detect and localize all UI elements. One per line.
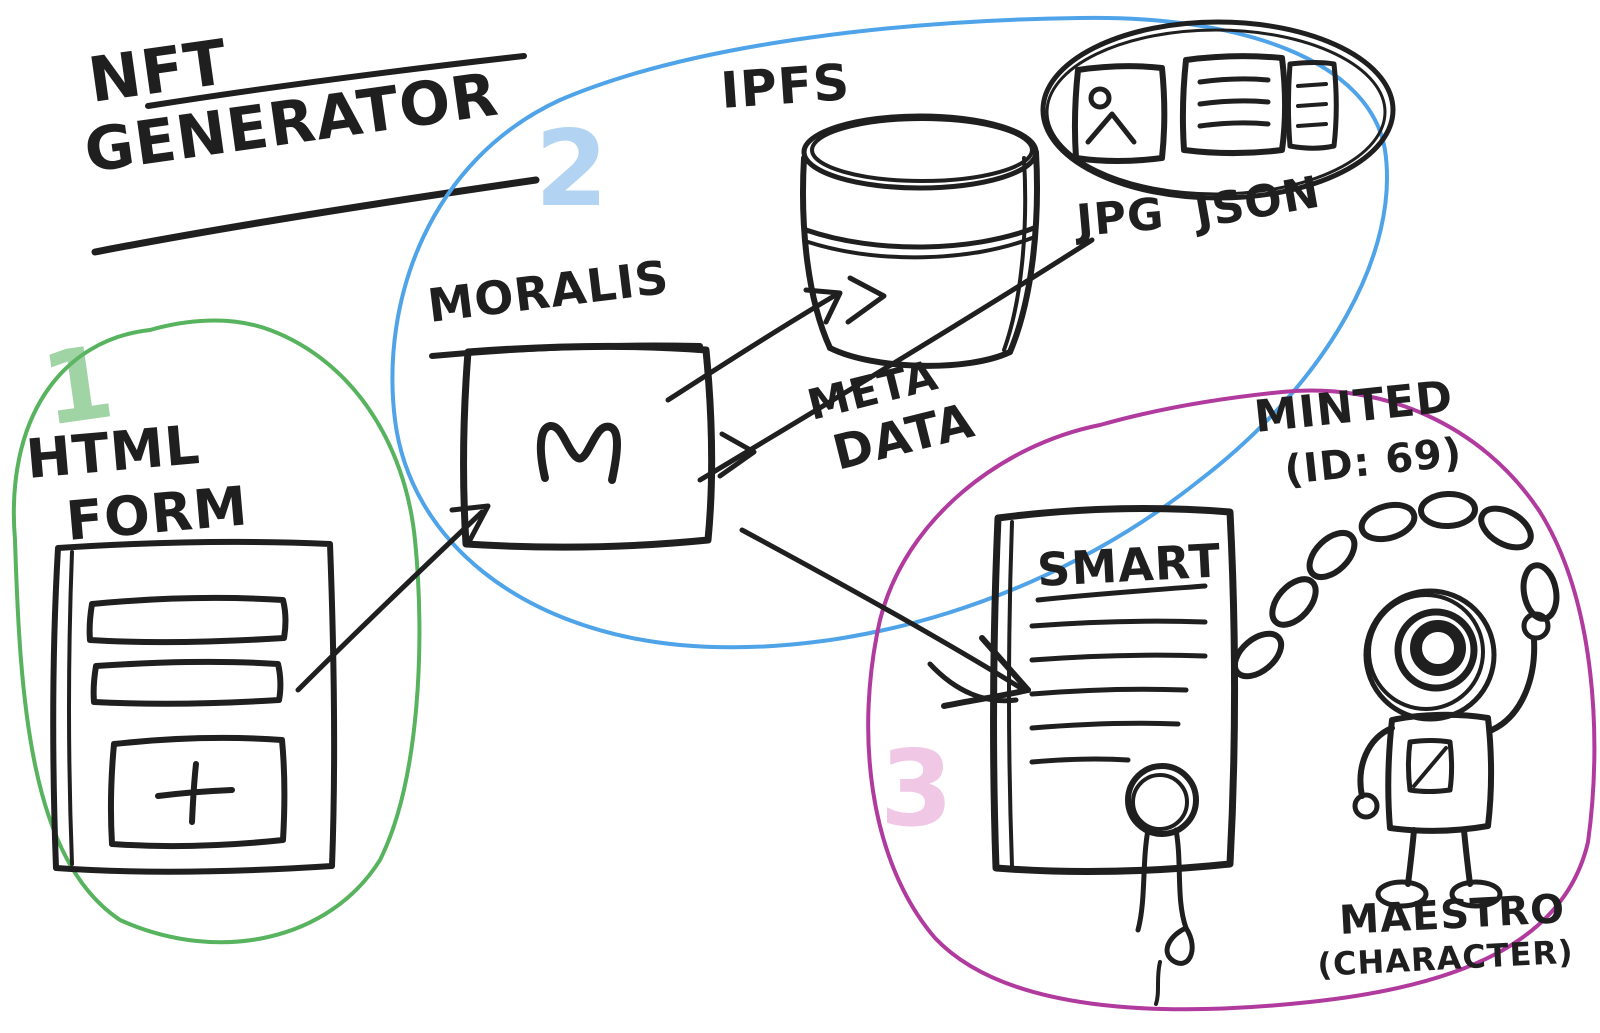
contract-text-line-1 [1029,618,1208,629]
contract-text-line-2 [1029,652,1208,663]
astronaut-visor [1410,620,1466,676]
minted-group: MINTED (ID: 69) [1231,371,1560,680]
contract-seal-double [1131,773,1189,831]
ipfs-group: IPFS [719,53,1040,369]
ipfs-bucket-right-side [1007,149,1040,355]
json-text-line-2 [1197,98,1271,107]
astronaut-left-leg [1405,827,1417,887]
moralis-box-top-overshoot [429,342,703,359]
arrow-form-to-moralis [295,503,491,693]
arrow-contract-head-swoosh [927,661,1019,704]
form-input-field-2 [90,658,284,707]
mint-region-outline [866,388,1597,1012]
chain-link-1 [1231,630,1285,680]
arrow-moralis-to-files [697,237,1095,483]
minted-line2: (ID: 69) [1282,430,1464,494]
region-number-2: 2 [535,108,608,230]
plus-icon [155,761,235,825]
ipfs-label: IPFS [719,53,852,120]
form-label-line1: HTML [24,413,203,491]
chain-link-6 [1478,505,1534,551]
astronaut-chest-panel [1406,738,1454,794]
contract-ribbon-tail [1154,960,1162,1006]
image-icon-mountain [1085,111,1137,145]
astronaut-helmet-outer-double [1367,593,1485,711]
astronaut-left-arm [1357,725,1395,799]
chain-icon [1231,490,1560,680]
files-oval-double [1045,28,1387,196]
ipfs-bucket-rim-double [810,117,1034,183]
title-overline [145,53,527,109]
astronaut-helmet-outer [1363,588,1497,722]
contract-label-underline [1035,583,1208,603]
metadata-group: META DATA [803,350,981,482]
arrow-contract-head-upper [979,635,1031,693]
arrow-moralis-to-contract [739,527,1031,709]
json-file-card [1179,53,1288,156]
image-icon-sun [1088,86,1112,110]
arrow-moralis-to-files-chevron-1 [717,431,757,479]
ipfs-bucket-band [803,225,1037,250]
contract-left-edge-double [1007,520,1014,868]
arrow-moralis-to-files-chevron-2 [845,275,887,325]
jpg-file-card [1071,63,1168,164]
contract-seal-ribbon-left [1135,827,1151,933]
title-group: NFT GENERATOR [80,25,540,256]
chain-link-4 [1358,501,1418,543]
astronaut-chest-panel-diagonal [1412,746,1448,788]
json-file-2-lines [1296,82,1328,128]
moralis-logo-m [536,422,621,484]
ipfs-bucket-bottom [827,345,1013,369]
json-text-line-1 [1197,76,1271,85]
astronaut-right-glove [1521,611,1551,641]
html-form-group: HTML FORM [24,413,338,875]
pipeline-region-outline [390,15,1389,650]
form-outline [50,538,338,875]
ipfs-bucket-band-double [806,236,1034,260]
chain-link-3 [1306,529,1358,581]
astronaut-left-glove [1352,792,1380,820]
astronaut-right-arm [1489,637,1538,733]
files-oval [1040,19,1396,201]
arrow-form-to-moralis-line [295,509,485,693]
astronaut-character: MAESTRO (CHARACTER) [1316,588,1575,984]
form-left-edge-double [67,550,74,866]
arrow-moralis-to-files-line [697,237,1095,483]
arrow-moralis-to-contract-line [739,527,1027,693]
ipfs-bucket-right-double [1002,156,1028,352]
jpg-label: JPG [1072,189,1167,248]
files-group: JPG JSON [1040,19,1396,248]
contract-document [990,505,1238,875]
region-number-3: 3 [880,728,953,850]
form-submit-button [107,734,288,850]
contract-text-line-3 [1029,686,1189,697]
json-file-card-2 [1286,60,1339,151]
contract-text-line-4 [1029,720,1181,731]
form-region-outline [11,318,422,945]
ipfs-bucket-left-side [800,155,833,351]
chain-link-5 [1418,490,1478,530]
json-label: JSON [1188,167,1324,240]
astronaut-visor-ring [1394,608,1478,692]
astronaut-body [1385,711,1494,834]
astronaut-left-boot [1375,879,1429,909]
contract-text-line-5 [1029,756,1131,765]
arrow-moralis-to-ipfs-head [803,287,843,325]
contract-seal [1125,763,1199,837]
json-text-line-3 [1197,120,1271,129]
chain-link-2 [1269,576,1319,628]
astronaut-right-boot [1449,879,1503,909]
contract-ribbon-loop [1164,925,1195,966]
moralis-label: MORALIS [425,250,672,333]
smart-contract-group: SMART [990,505,1238,1006]
region-number-1: 1 [35,323,120,449]
form-input-field-1 [86,594,289,646]
title-underline [91,176,540,256]
astronaut-right-leg [1461,827,1473,887]
contract-seal-ribbon-right [1173,827,1189,931]
